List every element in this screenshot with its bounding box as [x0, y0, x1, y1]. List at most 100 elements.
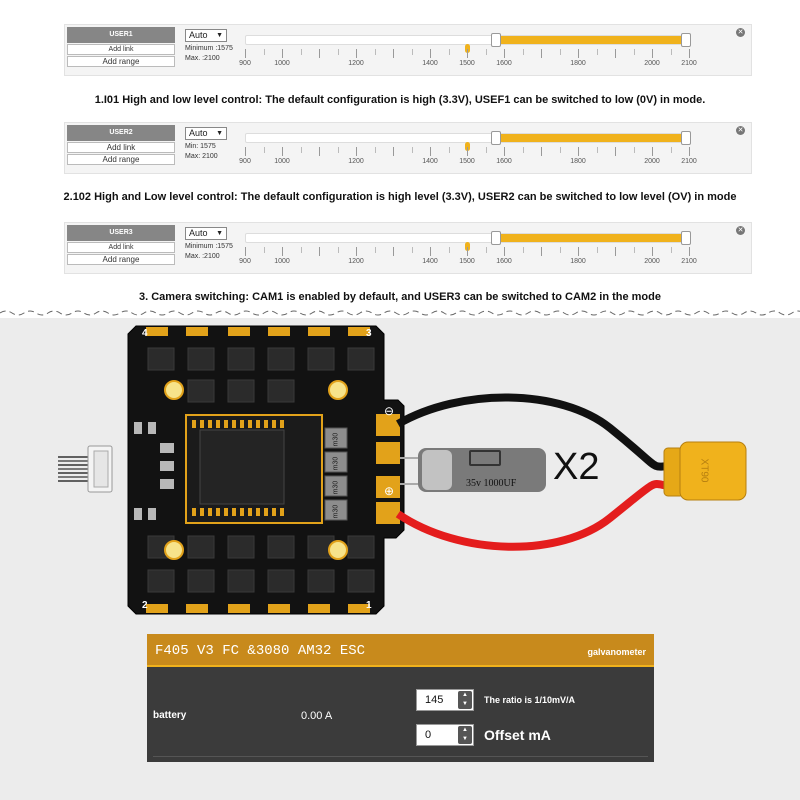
- slider-tick: [337, 49, 339, 55]
- current-reading: 0.00 A: [301, 710, 333, 722]
- high-handle[interactable]: [681, 231, 691, 245]
- current-marker: [465, 242, 470, 251]
- slider-tick: [559, 147, 561, 153]
- caption-3: 3. Camera switching: CAM1 is enabled by …: [139, 291, 661, 303]
- tick-row: [245, 147, 690, 159]
- tick-label: 1000: [274, 158, 290, 165]
- slider-tick: [485, 147, 487, 153]
- add-range-button[interactable]: Add range: [67, 154, 175, 165]
- slider-tick: [578, 147, 579, 156]
- slider-tick: [596, 49, 598, 55]
- slider-tick: [615, 49, 616, 58]
- slider-tick: [652, 49, 653, 58]
- slider-tick: [245, 147, 246, 156]
- tick-label: 2100: [681, 158, 697, 165]
- slider-tick: [448, 147, 450, 153]
- add-link-button[interactable]: Add link: [67, 242, 175, 253]
- slider-tick: [670, 49, 672, 55]
- tick-label: 1200: [348, 258, 364, 265]
- slider-tick: [411, 147, 413, 153]
- stepper-arrows-icon[interactable]: ▲▼: [458, 691, 472, 709]
- slider-tick: [578, 247, 579, 256]
- add-range-button[interactable]: Add range: [67, 254, 175, 265]
- slider-tick: [448, 247, 450, 253]
- close-icon[interactable]: ✕: [736, 126, 745, 135]
- add-range-button[interactable]: Add range: [67, 56, 175, 67]
- cap-code: m30: [332, 456, 340, 471]
- scale-input[interactable]: 145▲▼: [416, 689, 474, 711]
- slider-tick: [300, 247, 302, 253]
- close-icon[interactable]: ✕: [736, 28, 745, 37]
- slider-tick: [578, 49, 579, 58]
- slider-tick: [541, 147, 542, 156]
- user2-panel: USER2 Add link Add range Auto▼ Min: 1575…: [64, 122, 752, 174]
- slider-tick: [670, 247, 672, 253]
- tick-label: 1600: [496, 258, 512, 265]
- negative-symbol: ⊖: [384, 404, 395, 418]
- slider-tick: [374, 49, 376, 55]
- tick-label: 2000: [644, 158, 660, 165]
- slider-tick: [337, 147, 339, 153]
- positive-wire: [395, 480, 669, 551]
- slider-tick: [374, 147, 376, 153]
- caption-1: 1.I01 High and low level control: The de…: [94, 94, 706, 106]
- slider-tick: [300, 147, 302, 153]
- panel-right-label: galvanometer: [587, 647, 646, 657]
- slider-tick: [393, 247, 394, 256]
- slider-tick: [467, 49, 468, 58]
- tick-row: [245, 247, 690, 259]
- chevron-down-icon: ▼: [216, 230, 223, 237]
- slider-tick: [559, 49, 561, 55]
- add-link-button[interactable]: Add link: [67, 44, 175, 55]
- xt90-connector: [663, 441, 747, 501]
- slider-tick: [485, 247, 487, 253]
- mode-select[interactable]: Auto▼: [185, 227, 227, 240]
- corner-label-3: 3: [366, 328, 372, 339]
- mode-select-value: Auto: [189, 30, 208, 40]
- min-value: Minimum :1575: [185, 45, 233, 52]
- slider-tick: [300, 49, 302, 55]
- positive-symbol: ⊕: [384, 484, 395, 498]
- tick-label: 1800: [570, 60, 586, 67]
- corner-label-4: 4: [142, 328, 148, 339]
- slider-tick: [245, 49, 246, 58]
- slider-tick: [541, 49, 542, 58]
- tick-label: 900: [239, 258, 251, 265]
- slider-tick: [504, 147, 505, 156]
- slider-tick: [393, 49, 394, 58]
- tick-label: 1500: [459, 258, 475, 265]
- low-handle[interactable]: [490, 33, 501, 47]
- close-icon[interactable]: ✕: [736, 226, 745, 235]
- slider-tick: [282, 147, 283, 156]
- cap-code: m30: [332, 504, 340, 519]
- slider-tick: [689, 147, 690, 156]
- quantity-label: X2: [553, 446, 600, 488]
- slider-tick: [263, 247, 265, 253]
- dashed-divider: [0, 310, 800, 316]
- stepper-arrows-icon[interactable]: ▲▼: [458, 726, 472, 744]
- tick-label: 1500: [459, 60, 475, 67]
- current-marker: [465, 142, 470, 151]
- high-handle[interactable]: [681, 33, 691, 47]
- panel-header: F405 V3 FC &3080 AM32 ESC galvanometer: [147, 634, 654, 667]
- tick-label: 1500: [459, 158, 475, 165]
- low-handle[interactable]: [490, 231, 501, 245]
- low-handle[interactable]: [490, 131, 501, 145]
- high-handle[interactable]: [681, 131, 691, 145]
- mode-select[interactable]: Auto▼: [185, 127, 227, 140]
- corner-label-2: 2: [142, 600, 148, 611]
- cap-code: m30: [332, 480, 340, 495]
- capacitor-label: 35v 1000UF: [466, 478, 517, 489]
- mode-select[interactable]: Auto▼: [185, 29, 227, 42]
- offset-input[interactable]: 0▲▼: [416, 724, 474, 746]
- slider-tick: [633, 49, 635, 55]
- add-link-button[interactable]: Add link: [67, 142, 175, 153]
- slider-tick: [245, 247, 246, 256]
- range-fill: [495, 234, 690, 242]
- slider-tick: [670, 147, 672, 153]
- tick-label: 1000: [274, 60, 290, 67]
- slider-tick: [615, 247, 616, 256]
- esc-board-illustration: [58, 325, 747, 615]
- slider-tick: [337, 247, 339, 253]
- offset-label: Offset mA: [484, 727, 551, 743]
